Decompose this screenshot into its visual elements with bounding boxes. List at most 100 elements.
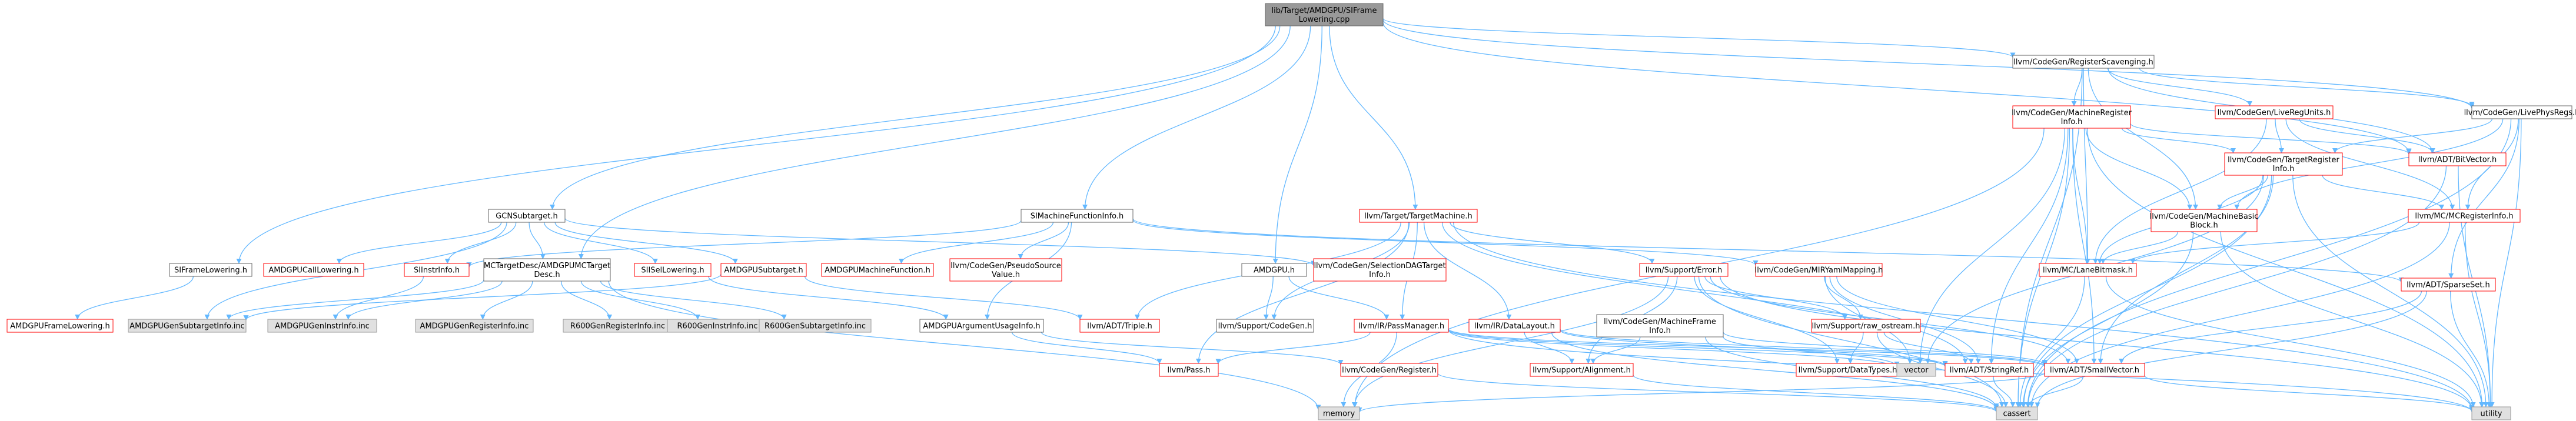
edge-mri-to-tri <box>2121 128 2236 153</box>
node-label-amdgpumf: AMDGPUMachineFunction.h <box>825 266 930 275</box>
edge-rawos-to-datatypes <box>1847 332 1864 364</box>
node-amdgpucl[interactable]: AMDGPUCallLowering.h <box>263 263 364 277</box>
node-box-amdgpureginc <box>415 319 534 333</box>
node-mcri[interactable]: llvm/MC/MCRegisterInfo.h <box>2408 209 2521 223</box>
node-amdgpuh[interactable]: AMDGPU.h <box>1241 263 1307 277</box>
node-label-amdgpuh: AMDGPU.h <box>1254 266 1295 275</box>
node-triple[interactable]: llvm/ADT/Triple.h <box>1079 319 1160 333</box>
node-amdgpust[interactable]: AMDGPUSubtarget.h <box>720 263 807 277</box>
node-datatypes[interactable]: llvm/Support/DataTypes.h <box>1796 363 1900 377</box>
node-siinstr[interactable]: SIInstrInfo.h <box>404 263 470 277</box>
node-mirymap[interactable]: llvm/CodeGen/MIRYamlMapping.h <box>1755 263 1883 277</box>
node-amdgpuinstinc: AMDGPUGenInstrInfo.inc <box>267 319 377 333</box>
node-amdgpusubinc: AMDGPUGenSubtargetInfo.inc <box>128 319 247 333</box>
edge-mfi-to-vector <box>1723 336 1900 367</box>
node-sifl[interactable]: SIFrameLowering.h <box>169 263 252 277</box>
node-passmgr[interactable]: llvm/IR/PassManager.h <box>1354 319 1449 333</box>
node-cgreg[interactable]: llvm/CodeGen/Register.h <box>1340 363 1438 377</box>
node-rawos[interactable]: llvm/Support/raw_ostream.h <box>1811 319 1921 333</box>
node-align[interactable]: llvm/Support/Alignment.h <box>1530 363 1634 377</box>
node-amdgpufl[interactable]: AMDGPUFrameLowering.h <box>6 319 114 333</box>
node-label-mfi: Info.h <box>1649 326 1671 335</box>
edge-mcri-to-lanebm <box>2130 222 2420 264</box>
edge-lpr-to-mbb <box>2234 118 2504 210</box>
node-r600instinc: R600GenInstrInfo.inc <box>667 319 768 333</box>
edge-simfi-to-amdgpumf <box>899 222 1054 264</box>
node-label-tri: Info.h <box>2273 165 2295 173</box>
edge-tm-to-strref <box>1442 222 1968 364</box>
node-box-align <box>1530 363 1634 377</box>
node-box-sparseset <box>2401 278 2496 292</box>
node-label-simfi: SIMachineFunctionInfo.h <box>1031 212 1124 221</box>
edge-align-to-cassert <box>1633 375 1999 412</box>
node-amdgpumf[interactable]: AMDGPUMachineFunction.h <box>821 263 934 277</box>
node-sparseset[interactable]: llvm/ADT/SparseSet.h <box>2401 278 2496 292</box>
edge-tri-to-mbb <box>2217 175 2268 210</box>
node-simfi[interactable]: SIMachineFunctionInfo.h <box>1021 209 1134 223</box>
node-box-gcnst <box>488 209 566 223</box>
node-pass[interactable]: llvm/Pass.h <box>1159 363 1219 377</box>
node-gcnst[interactable]: GCNSubtarget.h <box>488 209 566 223</box>
node-label-smallvec: llvm/ADT/SmallVector.h <box>2050 366 2139 375</box>
node-box-cassert <box>1996 406 2038 420</box>
edge-mcri-to-cassert <box>2029 222 2450 407</box>
node-label-lru: llvm/CodeGen/LiveRegUnits.h <box>2218 109 2331 118</box>
node-error[interactable]: llvm/Support/Error.h <box>1639 263 1729 277</box>
edge-mctd-to-r600subinc <box>600 280 787 320</box>
node-tm[interactable]: llvm/Target/TargetMachine.h <box>1359 209 1478 223</box>
edge-datalayout-to-cassert <box>1551 332 1999 410</box>
edge-regscav-to-lpr <box>2139 68 2475 108</box>
edge-error-to-datatypes <box>1694 276 1840 364</box>
node-amdgpuai[interactable]: AMDGPUArgumentUsageInfo.h <box>919 319 1044 333</box>
node-root[interactable]: lib/Target/AMDGPU/SIFrameLowering.cpp <box>1265 3 1384 26</box>
edge-smallvec-to-utility <box>2144 375 2475 412</box>
node-lru[interactable]: llvm/CodeGen/LiveRegUnits.h <box>2215 105 2334 119</box>
node-supcg[interactable]: llvm/Support/CodeGen.h <box>1216 319 1314 333</box>
node-box-mfi <box>1596 314 1724 338</box>
node-label-mcri: llvm/MC/MCRegisterInfo.h <box>2415 212 2513 221</box>
node-smallvec[interactable]: llvm/ADT/SmallVector.h <box>2044 363 2145 377</box>
edge-rawos-to-strref <box>1883 332 1974 364</box>
edge-passmgr-to-pass <box>1215 332 1371 365</box>
edge-rawos-to-cassert <box>1876 332 2009 407</box>
edge-root-to-regscav <box>1382 18 2016 58</box>
edge-regscav-to-mbb <box>2088 68 2199 210</box>
node-label-tri: llvm/CodeGen/TargetRegister <box>2228 156 2339 165</box>
node-box-passmgr <box>1354 319 1449 333</box>
node-datalayout[interactable]: llvm/IR/DataLayout.h <box>1468 319 1561 333</box>
node-label-pseudo: Value.h <box>992 270 1020 279</box>
edge-lpr-to-sparseset <box>2448 118 2520 279</box>
node-lpr[interactable]: llvm/CodeGen/LivePhysRegs.h <box>2464 105 2576 119</box>
edge-tri-to-utility <box>2292 175 2489 407</box>
node-label-pseudo: llvm/CodeGen/PseudoSource <box>950 262 1061 270</box>
node-label-datalayout: llvm/IR/DataLayout.h <box>1474 322 1555 331</box>
node-label-lpr: llvm/CodeGen/LivePhysRegs.h <box>2464 109 2576 118</box>
node-label-pass: llvm/Pass.h <box>1167 366 1210 375</box>
edge-mctd-to-r600instinc <box>580 280 700 320</box>
node-regscav[interactable]: llvm/CodeGen/RegisterScavenging.h <box>2012 55 2155 69</box>
node-label-r600subinc: R600GenSubtargetInfo.inc <box>765 322 866 331</box>
node-box-mri <box>2012 105 2131 129</box>
edge-mri-to-vector <box>1917 128 2065 364</box>
node-lanebm[interactable]: llvm/MC/LaneBitmask.h <box>2039 263 2137 277</box>
node-label-mctd: Desc.h <box>534 270 560 279</box>
node-box-simfi <box>1021 209 1134 223</box>
node-label-mri: Info.h <box>2061 118 2083 126</box>
node-box-lru <box>2215 105 2334 119</box>
node-siisel[interactable]: SIISelLowering.h <box>634 263 712 277</box>
edge-root-to-simfi <box>1082 25 1311 210</box>
node-strref[interactable]: llvm/ADT/StringRef.h <box>1945 363 2034 377</box>
node-r600subinc: R600GenSubtargetInfo.inc <box>759 319 872 333</box>
node-box-amdgpufl <box>6 319 114 333</box>
node-bitvec[interactable]: llvm/ADT/BitVector.h <box>2408 152 2507 166</box>
node-label-sparseset: llvm/ADT/SparseSet.h <box>2407 281 2490 290</box>
node-box-cgreg <box>1340 363 1438 377</box>
edge-mbb-to-utility <box>2220 231 2485 407</box>
